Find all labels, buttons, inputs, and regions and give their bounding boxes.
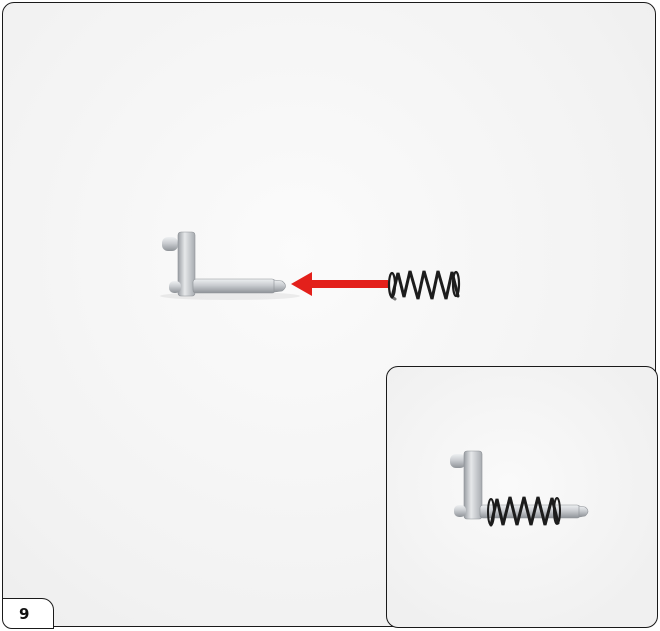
assembled-pin-spring-icon bbox=[387, 367, 658, 628]
step-number-badge: 9 bbox=[2, 598, 54, 629]
pin-part-icon bbox=[160, 232, 300, 300]
assembled-detail-panel bbox=[386, 366, 658, 628]
red-arrow-icon bbox=[291, 272, 388, 296]
spring-part-icon bbox=[389, 271, 459, 299]
